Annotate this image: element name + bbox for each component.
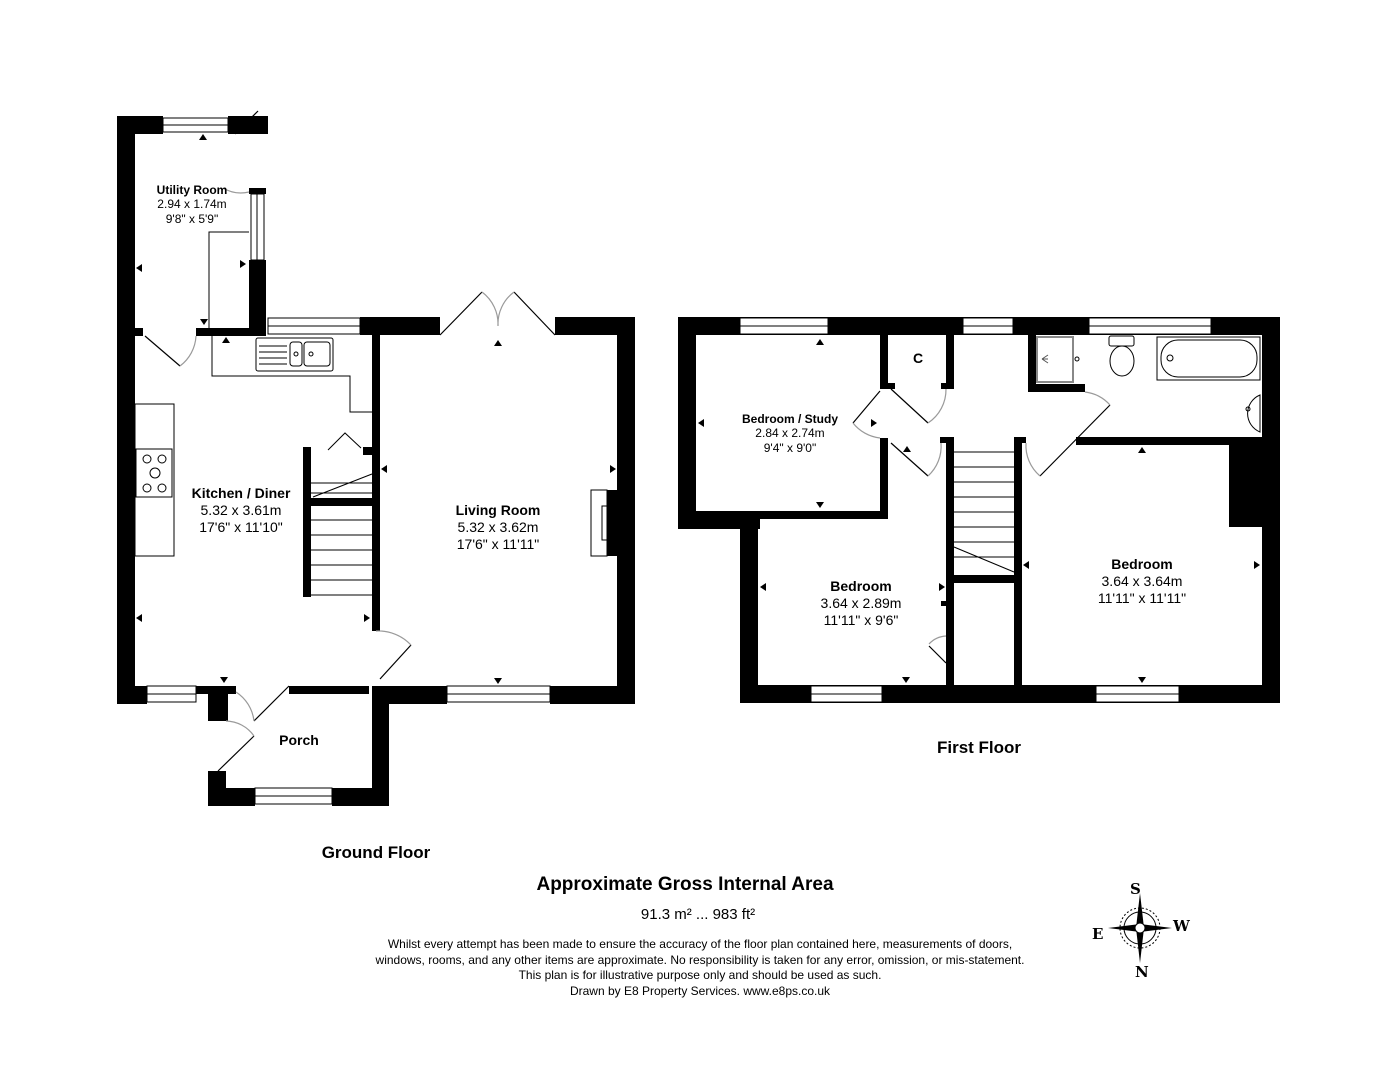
room-imperial: 11'11" x 9'6" xyxy=(823,611,899,628)
compass-east-label: E xyxy=(1092,925,1104,943)
first-floor-title: First Floor xyxy=(936,738,1022,757)
room-imperial: 17'6" x 11'11" xyxy=(456,535,540,552)
room-metric: 5.32 x 3.62m xyxy=(457,518,539,535)
room-label-kitchen: Kitchen / Diner 5.32 x 3.61m 17'6" x 11'… xyxy=(192,485,291,535)
room-metric: 3.64 x 3.64m xyxy=(1101,572,1183,589)
ground-floor-markers xyxy=(136,134,616,684)
room-name: C xyxy=(912,350,924,366)
room-metric: 2.94 x 1.74m xyxy=(157,197,227,212)
room-imperial: 11'11" x 11'11" xyxy=(1097,589,1187,606)
area-value: 91.3 m² ... 983 ft² xyxy=(640,906,756,923)
ground-floor-walls xyxy=(117,116,635,806)
disclaimer-credit: Drawn by E8 Property Services. www.e8ps.… xyxy=(569,983,831,998)
room-label-bedroom-1: Bedroom 3.64 x 3.64m 11'11" x 11'11" xyxy=(1098,556,1186,606)
first-floor-fixtures xyxy=(953,335,1261,573)
first-floor-markers xyxy=(698,339,1260,683)
compass-west-label: W xyxy=(1173,917,1190,935)
room-imperial: 9'8" x 5'9" xyxy=(165,211,219,226)
room-name: Porch xyxy=(279,732,319,748)
compass-rose xyxy=(1108,893,1172,963)
room-name: Bedroom / Study xyxy=(741,412,839,426)
room-label-living: Living Room 5.32 x 3.62m 17'6" x 11'11" xyxy=(456,502,541,552)
room-name: Living Room xyxy=(455,502,541,518)
first-floor-windows xyxy=(739,317,1212,703)
room-name: Kitchen / Diner xyxy=(191,485,291,501)
disclaimer-line: Whilst every attempt has been made to en… xyxy=(387,937,1013,951)
room-label-utility: Utility Room 2.94 x 1.74m 9'8" x 5'9" xyxy=(157,183,228,226)
ground-floor-title: Ground Floor xyxy=(321,843,431,862)
room-label-bedroom-2: Bedroom 3.64 x 2.89m 11'11" x 9'6" xyxy=(821,578,902,628)
room-metric: 5.32 x 3.61m xyxy=(200,501,282,518)
room-metric: 2.84 x 2.74m xyxy=(755,426,825,441)
room-imperial: 17'6" x 11'10" xyxy=(199,518,283,535)
disclaimer: Whilst every attempt has been made to en… xyxy=(376,937,1025,999)
room-label-porch: Porch xyxy=(279,732,319,749)
ground-floor-windows xyxy=(146,117,551,805)
room-name: Bedroom xyxy=(830,578,892,594)
room-label-cupboard: C xyxy=(913,350,923,367)
ground-floor-fixtures xyxy=(134,231,608,596)
room-name: Utility Room xyxy=(156,183,228,197)
compass-north-label: N xyxy=(1135,963,1149,981)
area-title: Approximate Gross Internal Area xyxy=(536,874,834,895)
ground-floor-doors xyxy=(144,110,556,772)
room-metric: 3.64 x 2.89m xyxy=(820,594,902,611)
room-name: Bedroom xyxy=(1111,556,1173,572)
room-imperial: 9'4" x 9'0" xyxy=(763,440,817,455)
disclaimer-line: This plan is for illustrative purpose on… xyxy=(518,968,882,982)
compass-south-label: S xyxy=(1130,880,1141,898)
first-floor-doors xyxy=(852,388,1111,664)
disclaimer-line: windows, rooms, and any other items are … xyxy=(375,952,1025,967)
room-label-bedroom-study: Bedroom / Study 2.84 x 2.74m 9'4" x 9'0" xyxy=(742,412,838,455)
first-floor-walls xyxy=(678,317,1280,703)
